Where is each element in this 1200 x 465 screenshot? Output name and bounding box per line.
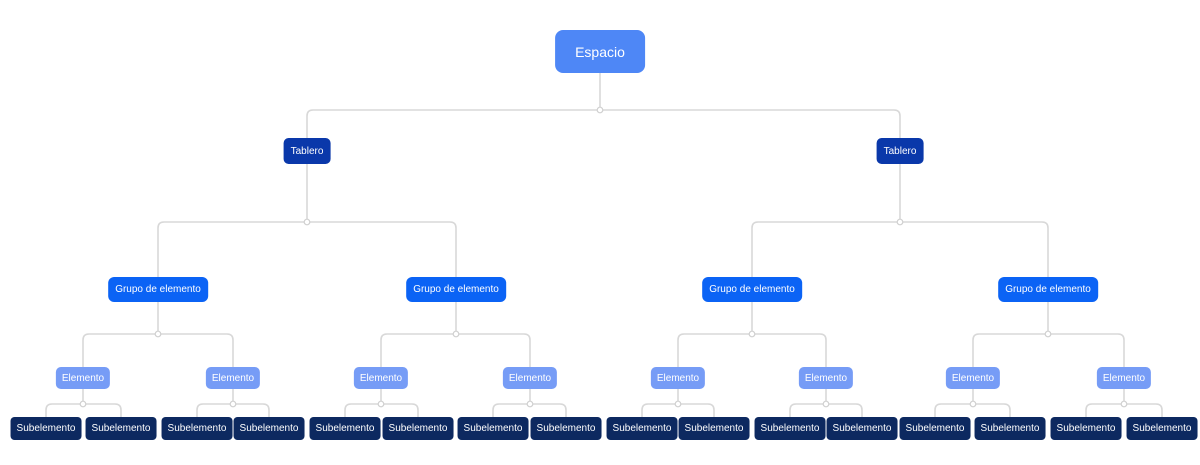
connector-elbow-element-3 <box>344 403 419 417</box>
node-subelemento-6[interactable]: Subelemento <box>382 417 454 440</box>
node-subelemento-7[interactable]: Subelemento <box>457 417 529 440</box>
node-subelemento-11[interactable]: Subelemento <box>754 417 826 440</box>
connector-elbow-element-5 <box>641 403 715 417</box>
node-subelemento-16[interactable]: Subelemento <box>1126 417 1198 440</box>
connector-stubs <box>82 73 1125 404</box>
node-elemento-5[interactable]: Elemento <box>650 367 706 389</box>
connector-paths <box>45 73 1163 417</box>
node-subelemento-5[interactable]: Subelemento <box>309 417 381 440</box>
connector-elbow-element-4 <box>492 403 567 417</box>
connector-elbow-element-6 <box>789 403 863 417</box>
node-elemento-8[interactable]: Elemento <box>1096 367 1152 389</box>
node-grupo-4[interactable]: Grupo de elemento <box>998 277 1098 302</box>
node-subelemento-10[interactable]: Subelemento <box>678 417 750 440</box>
node-grupo-1[interactable]: Grupo de elemento <box>108 277 208 302</box>
junction-dots <box>79 106 1128 408</box>
connector-elbow-group-2 <box>380 333 531 367</box>
node-subelemento-14[interactable]: Subelemento <box>974 417 1046 440</box>
node-elemento-2[interactable]: Elemento <box>205 367 261 389</box>
connector-elbow-group-4 <box>972 333 1125 367</box>
node-subelemento-15[interactable]: Subelemento <box>1050 417 1122 440</box>
connector-elbow-group-1 <box>82 333 234 367</box>
connector-elbow-board-2 <box>751 221 1049 277</box>
node-subelemento-3[interactable]: Subelemento <box>161 417 233 440</box>
connector-elbow-element-8 <box>1085 403 1163 417</box>
connector-elbow-element-1 <box>45 403 122 417</box>
node-subelemento-1[interactable]: Subelemento <box>10 417 82 440</box>
node-elemento-7[interactable]: Elemento <box>945 367 1001 389</box>
node-subelemento-4[interactable]: Subelemento <box>233 417 305 440</box>
node-grupo-3[interactable]: Grupo de elemento <box>702 277 802 302</box>
node-elemento-6[interactable]: Elemento <box>798 367 854 389</box>
connector-elbow-group-3 <box>677 333 827 367</box>
node-elemento-3[interactable]: Elemento <box>353 367 409 389</box>
connector-elbow-element-7 <box>934 403 1011 417</box>
connector-elbow-root <box>306 109 901 138</box>
connector-elbow-element-2 <box>196 403 270 417</box>
node-elemento-1[interactable]: Elemento <box>55 367 111 389</box>
node-subelemento-13[interactable]: Subelemento <box>899 417 971 440</box>
node-subelemento-12[interactable]: Subelemento <box>826 417 898 440</box>
node-tablero-2[interactable]: Tablero <box>876 138 924 164</box>
connector-elbow-board-1 <box>157 221 457 277</box>
node-grupo-2[interactable]: Grupo de elemento <box>406 277 506 302</box>
node-subelemento-9[interactable]: Subelemento <box>606 417 678 440</box>
node-elemento-4[interactable]: Elemento <box>502 367 558 389</box>
node-espacio[interactable]: Espacio <box>555 30 645 73</box>
node-subelemento-2[interactable]: Subelemento <box>85 417 157 440</box>
node-subelemento-8[interactable]: Subelemento <box>530 417 602 440</box>
node-tablero-1[interactable]: Tablero <box>283 138 331 164</box>
